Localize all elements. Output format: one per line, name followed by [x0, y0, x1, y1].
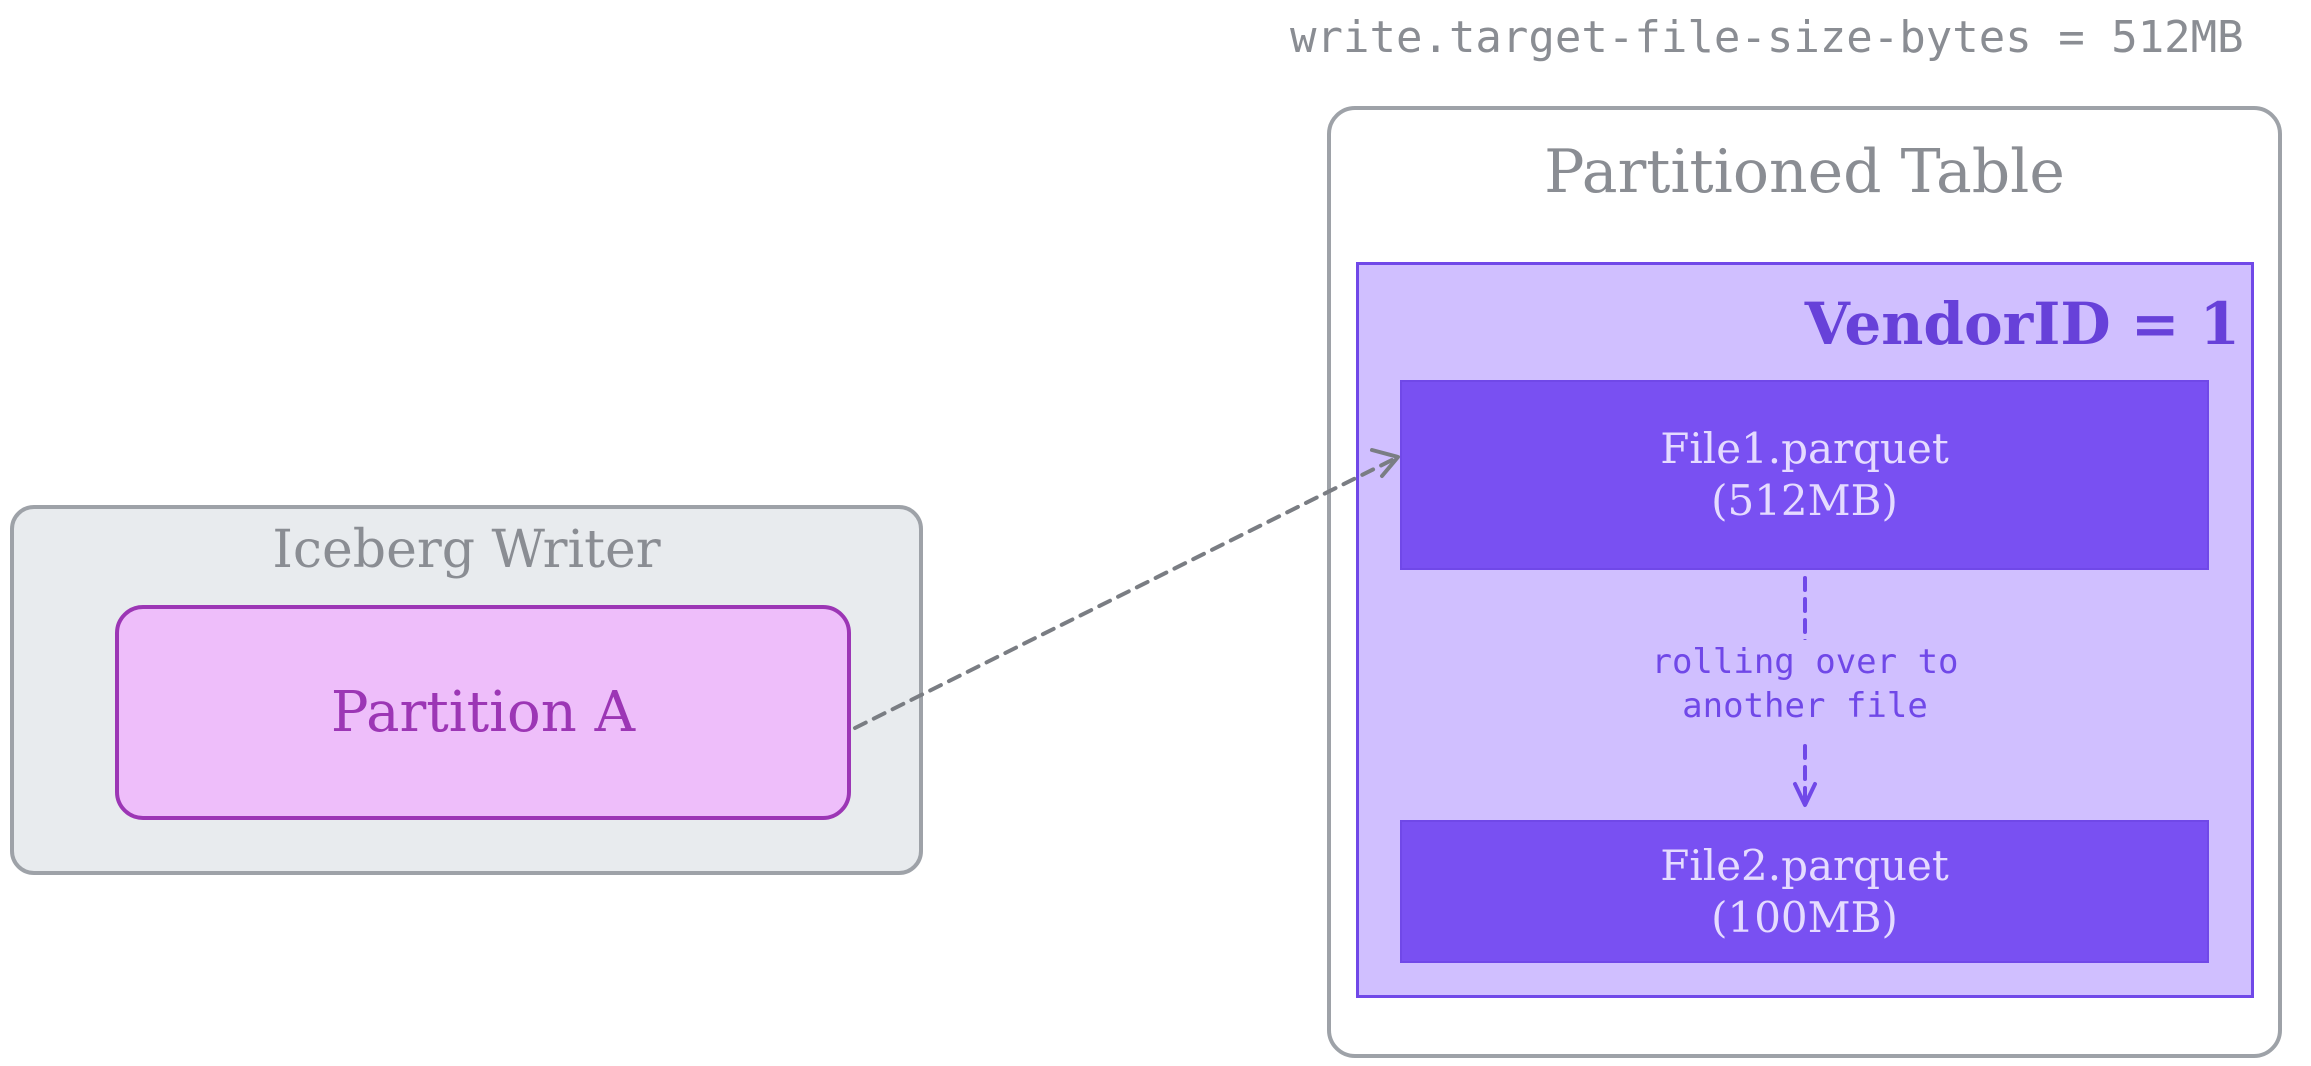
rollover-label-line1: rolling over to — [1651, 642, 1959, 682]
file1-size: (512MB) — [1711, 476, 1898, 525]
target-file-size-config: write.target-file-size-bytes = 512MB — [1290, 12, 2244, 63]
file1-parquet-box: File1.parquet (512MB) — [1400, 380, 2209, 570]
vendor-partition-label: VendorID = 1 — [1804, 290, 2240, 358]
write-arrow-line — [853, 456, 1398, 730]
rollover-label-line2: another file — [1682, 686, 1928, 726]
partition-a-box: Partition A — [115, 605, 851, 820]
file2-name: File2.parquet — [1660, 840, 1949, 890]
file2-parquet-box: File2.parquet (100MB) — [1400, 820, 2209, 963]
file1-name: File1.parquet — [1660, 424, 1949, 473]
rollover-label: rolling over to another file — [1600, 640, 2010, 740]
partitioned-table-title: Partitioned Table — [1544, 137, 2065, 207]
partition-a-label: Partition A — [330, 680, 636, 745]
iceberg-writer-title: Iceberg Writer — [272, 520, 661, 580]
file2-size: (100MB) — [1711, 892, 1898, 942]
